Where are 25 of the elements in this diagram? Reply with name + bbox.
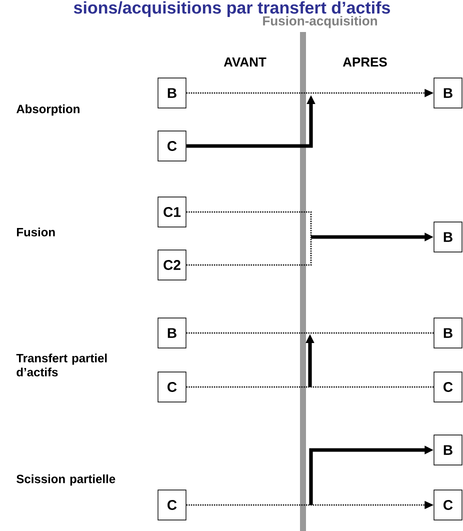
title: sions/acquisitions par transfert d’actifs: [74, 1, 390, 18]
dotted-line: [186, 237, 312, 266]
entity-box: C1: [158, 196, 186, 228]
dotted-line: [186, 386, 434, 388]
dotted-line: [186, 211, 312, 237]
dotted-line: [186, 332, 434, 334]
row-label: Fusion: [17, 228, 55, 236]
entity-box: C2: [158, 250, 186, 280]
row-label: Absorption: [16, 104, 80, 116]
row-label: Scission partielle: [16, 474, 116, 486]
entity-box: B: [158, 318, 186, 348]
entity-box: B: [434, 78, 462, 108]
entity-box: C: [158, 372, 186, 402]
entity-box: C: [434, 372, 462, 402]
row-label: Transfert partiel d’actifs: [16, 354, 107, 376]
entity-box: B: [158, 78, 186, 108]
entity-box: C: [158, 130, 186, 162]
entity-box: C: [158, 490, 186, 520]
entity-box: B: [434, 318, 462, 348]
column-label: AVANT: [224, 58, 266, 66]
entity-box: C: [434, 490, 462, 520]
entity-box: B: [434, 222, 462, 252]
entity-box: B: [434, 434, 462, 466]
header-label: Fusion-acquisition: [263, 16, 377, 28]
column-label: APRES: [342, 57, 387, 67]
